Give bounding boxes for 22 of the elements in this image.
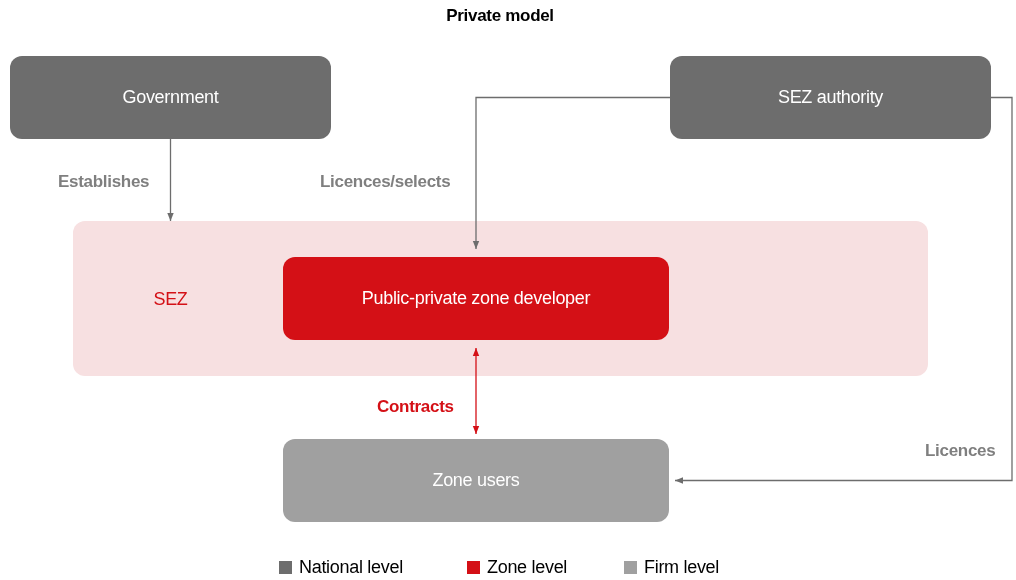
edge-label: Establishes xyxy=(58,172,150,192)
legend-label: Firm level xyxy=(644,557,719,578)
edge-label: Contracts xyxy=(377,397,454,417)
arrow xyxy=(167,138,174,222)
process-box xyxy=(283,439,669,522)
arrow xyxy=(674,96,1013,484)
process-box xyxy=(670,56,991,139)
legend-label: Zone level xyxy=(487,557,568,578)
process-box xyxy=(283,257,669,340)
arrow xyxy=(472,96,671,250)
legend-label: National level xyxy=(299,557,403,578)
process-box xyxy=(10,56,331,139)
zone-band xyxy=(73,221,928,376)
edge-label: Licences/selects xyxy=(320,172,451,192)
box-label: SEZ authority xyxy=(776,86,885,109)
arrow xyxy=(472,347,480,435)
box-label: Zone users xyxy=(431,469,521,492)
edge-label: Licences xyxy=(925,441,996,461)
diagram-title: Private model xyxy=(445,6,555,26)
box-label: Government xyxy=(121,86,220,109)
box-label: Public-private zone developer xyxy=(360,287,592,310)
zone-label: SEZ xyxy=(152,287,189,311)
